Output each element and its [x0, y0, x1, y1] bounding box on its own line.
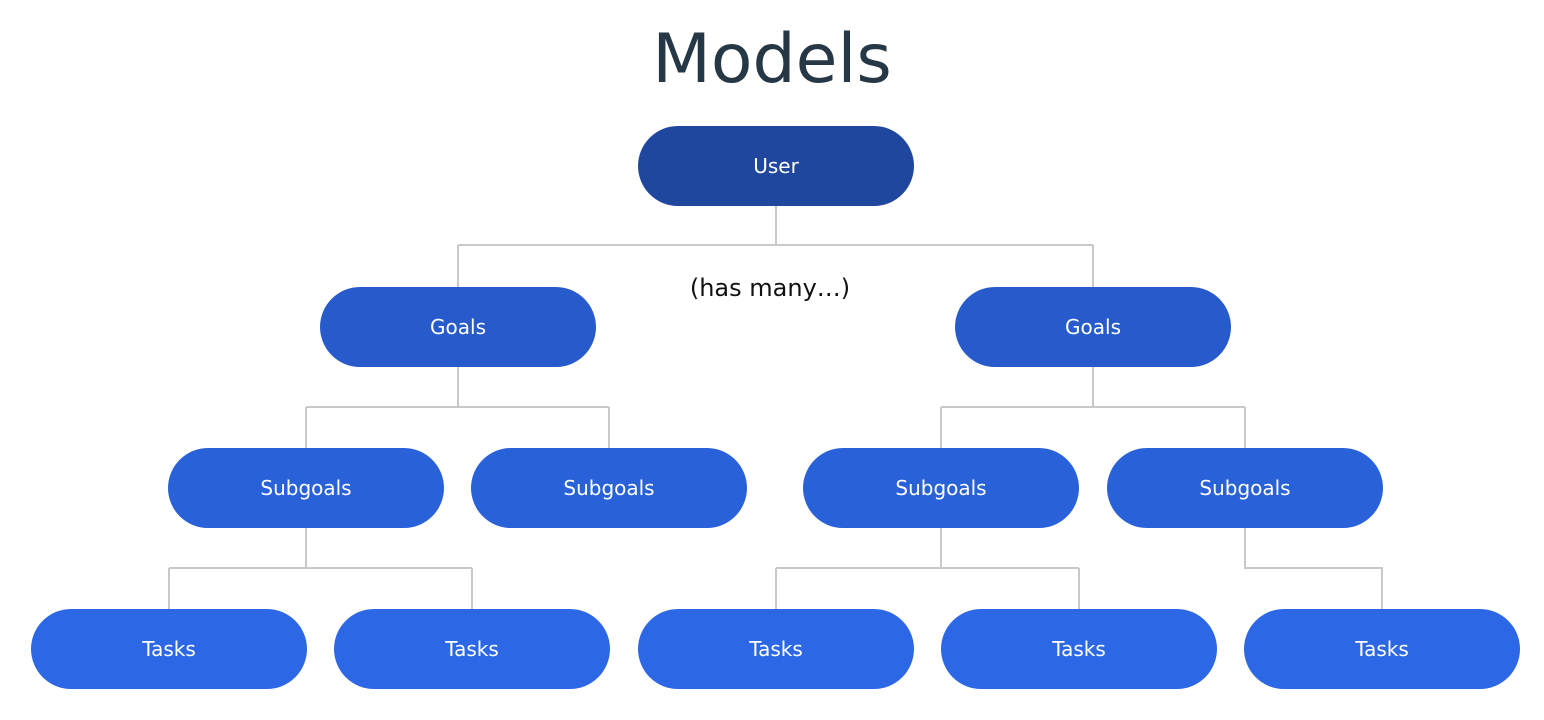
connector-goals-right-subgoals	[940, 366, 1246, 449]
node-subgoals-2[interactable]: Subgoals	[471, 448, 747, 528]
node-tasks-3[interactable]: Tasks	[638, 609, 914, 689]
node-subgoals-3[interactable]: Subgoals	[803, 448, 1079, 528]
node-subgoals-1[interactable]: Subgoals	[168, 448, 444, 528]
connector-goals-left-subgoals	[305, 366, 610, 449]
node-goals-right[interactable]: Goals	[955, 287, 1231, 367]
connector-subgoals3-tasks	[775, 527, 1080, 610]
node-user[interactable]: User	[638, 126, 914, 206]
node-tasks-2[interactable]: Tasks	[334, 609, 610, 689]
node-goals-left[interactable]: Goals	[320, 287, 596, 367]
connector-subgoals4-tasks	[1244, 527, 1383, 610]
connector-subgoals1-tasks	[168, 527, 473, 610]
connector-user-goals	[457, 205, 1094, 288]
node-tasks-4[interactable]: Tasks	[941, 609, 1217, 689]
node-tasks-1[interactable]: Tasks	[31, 609, 307, 689]
relationship-annotation: (has many…)	[689, 274, 851, 302]
diagram-title: Models	[652, 20, 892, 99]
node-subgoals-4[interactable]: Subgoals	[1107, 448, 1383, 528]
node-tasks-5[interactable]: Tasks	[1244, 609, 1520, 689]
